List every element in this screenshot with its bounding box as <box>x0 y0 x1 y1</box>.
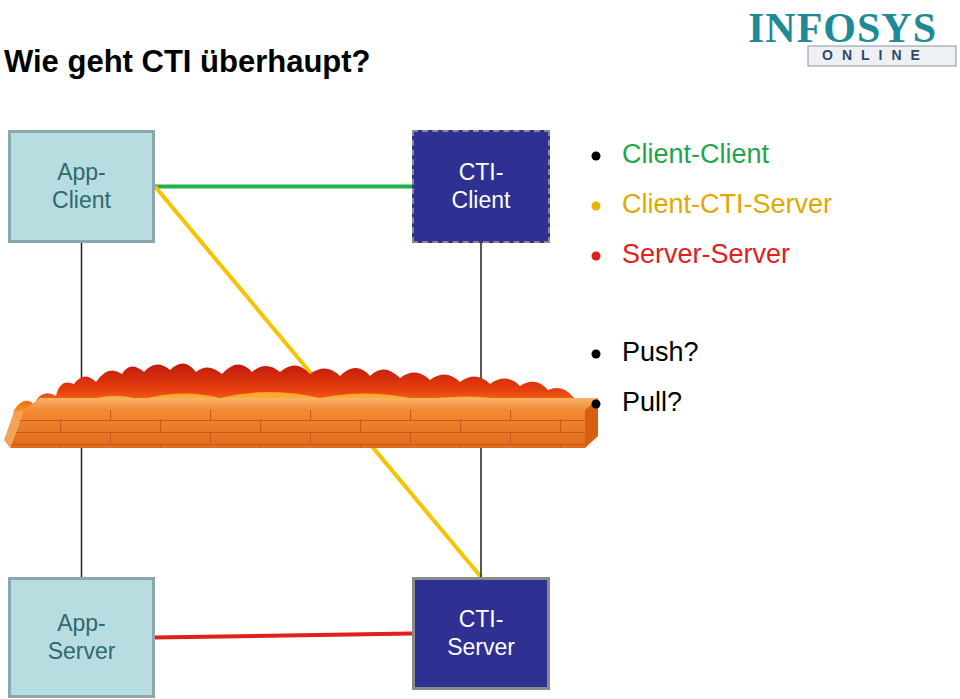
app-box: App- Client <box>8 130 155 243</box>
app-box: App- Server <box>8 577 155 698</box>
label-text: INFOSYS <box>748 5 937 51</box>
node-label: CTI- Client <box>452 159 511 214</box>
label-text: Pull? <box>622 387 682 417</box>
connector-line <box>155 634 412 638</box>
cti-box: CTI- Client <box>412 130 550 243</box>
bullet <box>592 350 601 359</box>
legend-item: Server-Server <box>622 239 790 270</box>
label-text: ONLINE <box>822 47 929 63</box>
label-text: Push? <box>622 337 699 367</box>
legend-item: Client-CTI-Server <box>622 189 832 220</box>
logo-subtext: ONLINE <box>822 47 929 63</box>
wall-top <box>24 398 598 410</box>
cti-box: CTI- Server <box>412 577 550 690</box>
node-label: App- Server <box>48 610 116 665</box>
wall-left-end <box>4 410 24 448</box>
wall-bricks <box>10 410 585 448</box>
bullet <box>592 202 601 211</box>
question-text: Pull? <box>622 387 682 418</box>
label-text: Client-CTI-Server <box>622 189 832 219</box>
node-label: App- Client <box>52 159 111 214</box>
label-text: Server-Server <box>622 239 790 269</box>
node-label: CTI- Server <box>447 606 515 661</box>
wall-front <box>10 410 585 448</box>
bullet <box>592 252 601 261</box>
label-text: Client-Client <box>622 139 769 169</box>
legend-item: Client-Client <box>622 139 769 170</box>
question-text: Push? <box>622 337 699 368</box>
connector-line <box>155 185 412 189</box>
logo-text: INFOSYS <box>748 4 937 52</box>
slide-title: Wie geht CTI überhaupt? <box>4 44 371 80</box>
bullet <box>592 152 601 161</box>
bullet <box>592 400 601 409</box>
